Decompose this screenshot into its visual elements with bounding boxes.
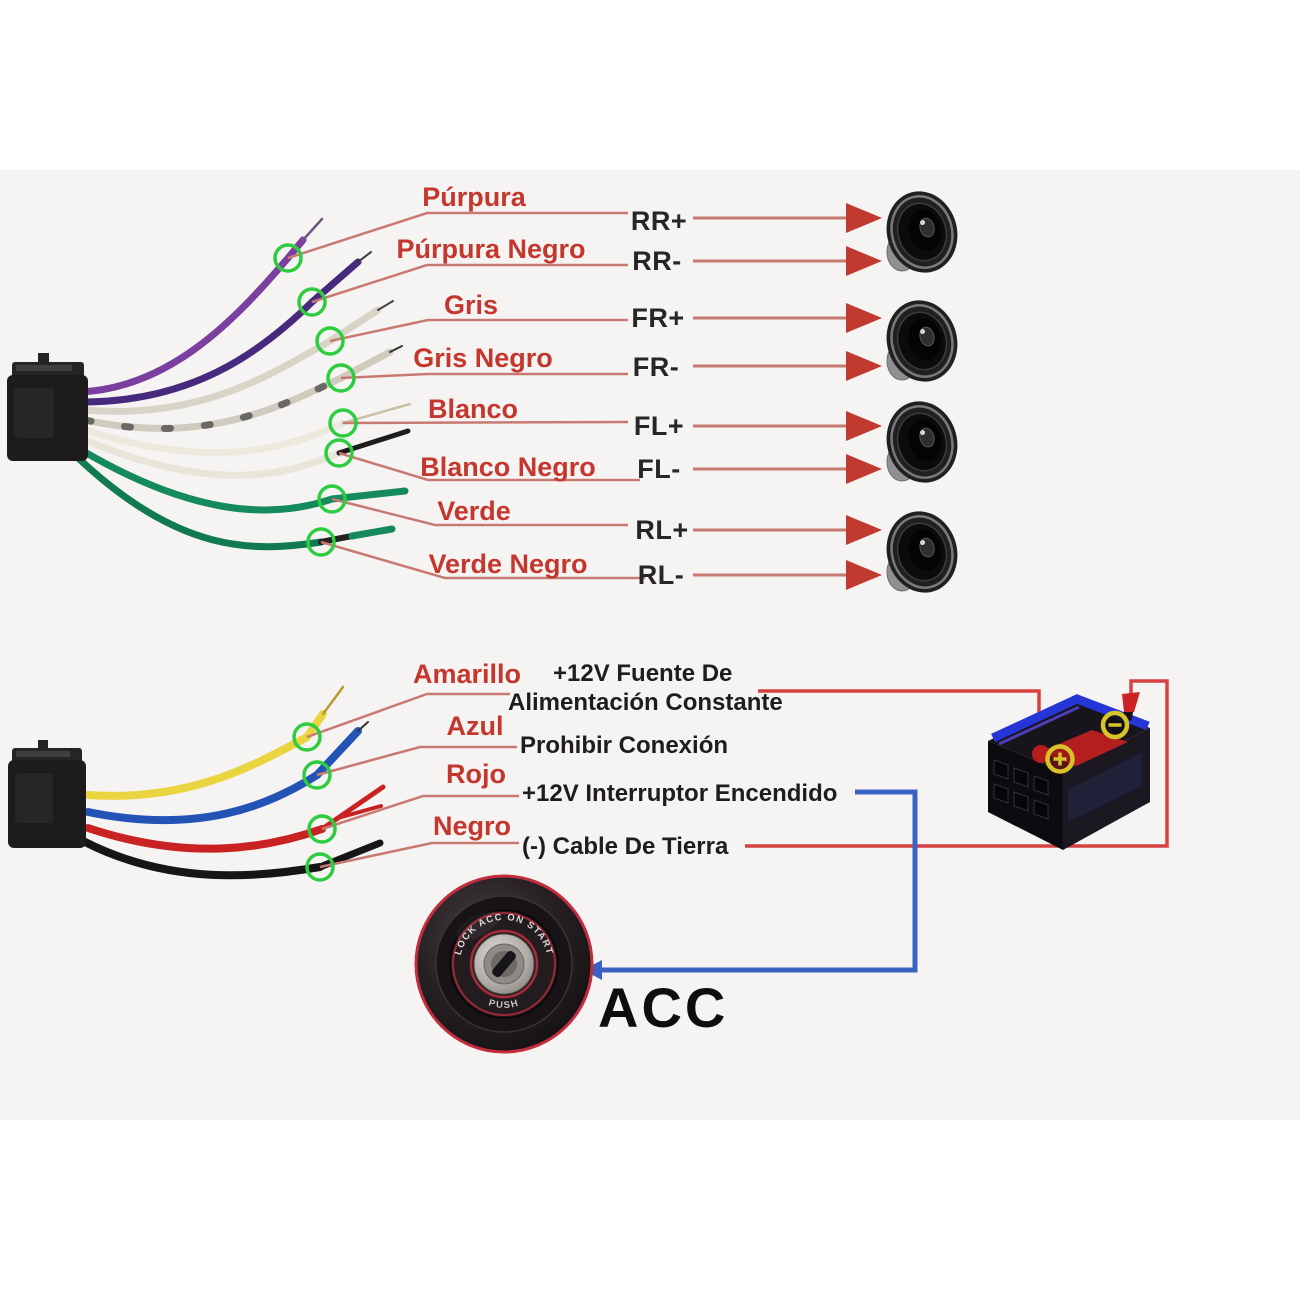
crimp-rings (273, 243, 358, 882)
signal-label-rr-plus: RR+ (630, 206, 688, 236)
battery-icon (988, 692, 1150, 850)
ignition-switch-icon: LOCK ACC ON START PUSH (414, 874, 594, 1054)
wire-label-amarillo: Amarillo (412, 659, 522, 689)
speaker-icon-fr (876, 291, 968, 391)
wire-label-purpura: Púrpura (422, 182, 526, 212)
wire-label-azul: Azul (446, 711, 504, 741)
function-label-azul: Prohibir Conexión (520, 732, 729, 759)
switch-push-text: PUSH (487, 998, 519, 1012)
wire-gris (81, 300, 394, 415)
wire-label-blanco-negro: Blanco Negro (420, 452, 596, 482)
leader-purpura-negro (311, 263, 628, 304)
speaker-connector (7, 353, 88, 461)
wire-negro (81, 838, 384, 880)
leader-amarillo (306, 692, 510, 739)
signal-label-fr-plus: FR+ (631, 303, 685, 333)
label-leader-lines (287, 211, 645, 869)
signal-label-rl-minus: RL- (637, 560, 685, 590)
power-wires (81, 685, 386, 880)
wire-label-gris-negro: Gris Negro (413, 343, 553, 373)
wire-azul (84, 721, 369, 825)
wire-label-negro: Negro (432, 811, 512, 841)
speaker-icon-fl (876, 392, 968, 492)
leader-verde-negro (320, 540, 645, 580)
wire-label-verde-negro: Verde Negro (428, 549, 588, 579)
battery-positive-terminal (1045, 744, 1075, 774)
svg-text:PUSH: PUSH (487, 998, 520, 1012)
function-label-amarillo-line2: Alimentación Constante (508, 689, 783, 716)
leader-negro (319, 841, 519, 869)
leader-gris-negro (340, 372, 628, 380)
signal-label-rl-plus: RL+ (635, 515, 689, 545)
function-label-negro: (-) Cable De Tierra (522, 833, 729, 860)
signal-label-rr-minus: RR- (632, 246, 682, 276)
wire-verde-negro (72, 452, 396, 551)
leader-rojo (321, 794, 519, 831)
wire-label-gris: Gris (443, 290, 499, 320)
function-label-amarillo-line1: +12V Fuente De (553, 660, 733, 687)
wire-label-rojo: Rojo (446, 759, 506, 789)
speaker-arrow-lines (693, 203, 882, 590)
acc-label: ACC (598, 976, 729, 1039)
wire-label-purpura-negro: Púrpura Negro (396, 234, 586, 264)
acc-blue-line (600, 789, 918, 973)
signal-label-fl-plus: FL+ (633, 411, 685, 441)
leader-gris (329, 318, 628, 343)
leader-purpura (287, 211, 628, 260)
battery-negative-terminal (1100, 710, 1130, 740)
function-label-rojo: +12V Interruptor Encendido (522, 780, 838, 807)
speaker-wires (72, 217, 412, 551)
speaker-icon-rr (876, 182, 968, 282)
signal-label-fl-minus: FL- (637, 454, 681, 484)
wire-label-blanco: Blanco (427, 394, 519, 424)
leader-verde (331, 497, 628, 527)
keyhole (492, 950, 516, 978)
signal-label-fr-minus: FR- (632, 352, 680, 382)
wire-gris-negro (81, 345, 403, 433)
leader-azul (316, 745, 517, 777)
wire-purpura-negro (78, 251, 372, 406)
power-connector (8, 740, 86, 848)
speakers (876, 182, 968, 602)
speaker-icon-rl (876, 502, 968, 602)
wire-label-verde: Verde (437, 496, 511, 526)
leader-blanco (342, 420, 629, 425)
leader-blanco-negro (338, 451, 640, 482)
ground-line (745, 679, 1169, 848)
